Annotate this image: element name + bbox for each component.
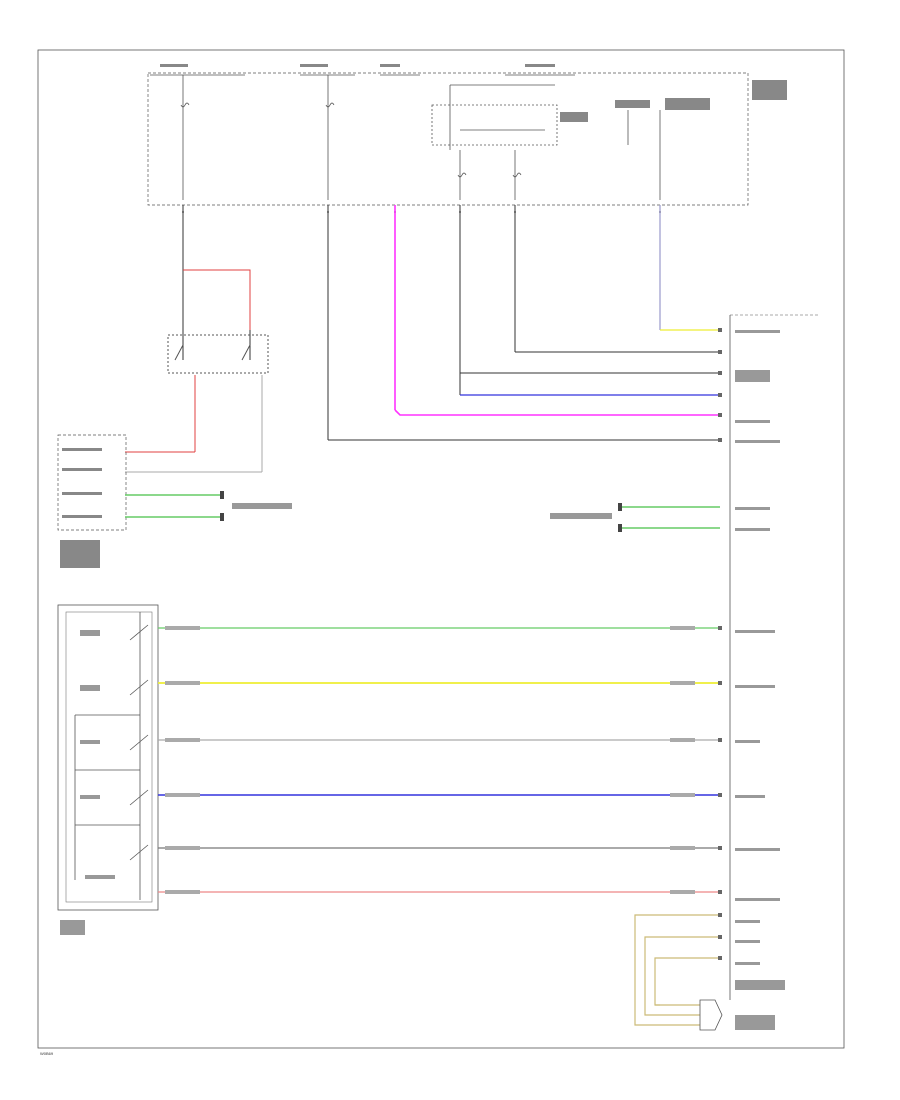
drive-mode-wires <box>158 627 720 893</box>
drive-mode-switch <box>57 604 159 911</box>
can-bus-left-label <box>232 503 292 509</box>
outer-frame <box>37 49 845 1049</box>
left-module-labels <box>60 448 102 568</box>
vertical-wires <box>182 205 720 441</box>
sensor-connector <box>699 999 723 1031</box>
wire-tags <box>165 626 695 894</box>
brake-switch-area <box>125 269 269 473</box>
can-bus-left-terminals <box>220 491 224 521</box>
drive-mode-switch-contacts <box>74 612 149 900</box>
can-bus-right-terminals <box>618 503 622 532</box>
footer-code: W0B69 <box>40 1051 54 1056</box>
fuse-box-labels <box>160 64 787 122</box>
can-bus-left <box>125 494 220 518</box>
right-module-labels <box>735 330 785 1030</box>
connector-pins-top <box>182 211 661 213</box>
left-control-module <box>57 434 127 531</box>
right-terminals <box>718 328 722 960</box>
fuse-relay-box <box>147 72 749 206</box>
drive-mode-switch-inner <box>65 611 153 903</box>
sensor-harness <box>634 914 720 1026</box>
drive-mode-switch-labels <box>60 630 115 935</box>
fuse-box-internal <box>180 75 661 200</box>
can-bus-right-label <box>550 513 612 519</box>
can-bus-right <box>622 506 720 529</box>
